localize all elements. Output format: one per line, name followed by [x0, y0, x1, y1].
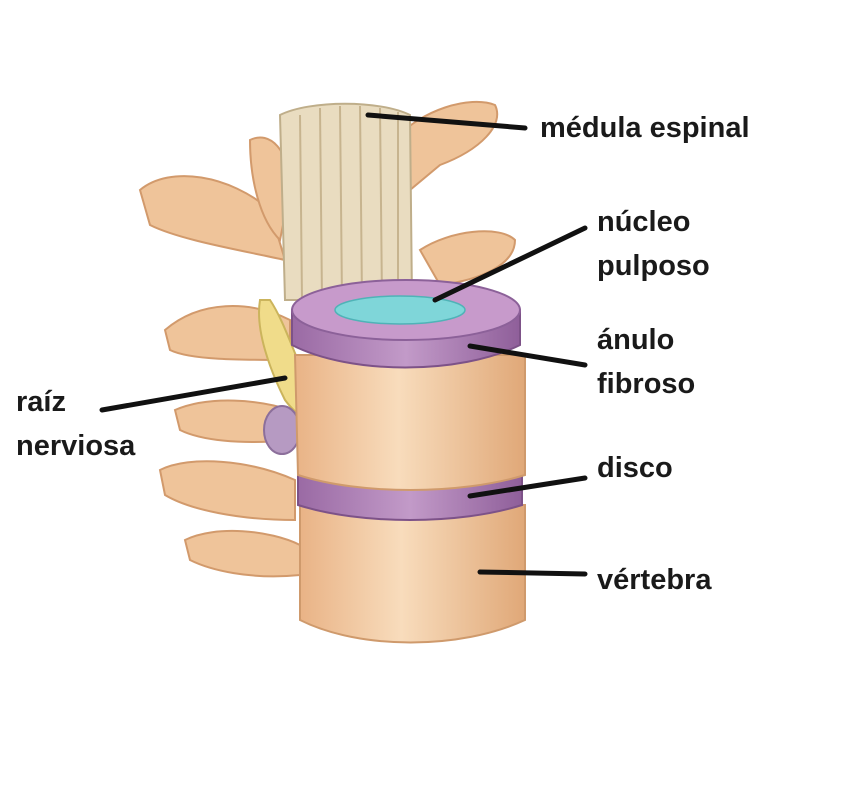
label-spinal-cord: médula espinal [540, 112, 750, 144]
label-disc: disco [597, 452, 673, 484]
label-annulus-line2: fibroso [597, 368, 696, 400]
label-nucleus-line1: núcleo [597, 206, 691, 238]
lower-vertebra [299, 504, 526, 644]
label-nerve-line2: nerviosa [16, 430, 136, 462]
leader-lines [99, 112, 588, 577]
label-nucleus-pulposus: núcleo pulposo [597, 200, 710, 288]
upper-disc [291, 279, 521, 369]
label-nerve-line1: raíz [16, 386, 66, 418]
label-nucleus-line2: pulposo [597, 250, 710, 282]
spinal-cord [278, 102, 414, 301]
label-nerve-root: raíz nerviosa [16, 380, 135, 468]
nucleus-pulposus [334, 295, 466, 325]
label-annulus-line1: ánulo [597, 324, 675, 356]
label-vertebra: vértebra [597, 564, 712, 596]
upper-vertebra [293, 354, 526, 491]
label-annulus-fibrosus: ánulo fibroso [597, 318, 695, 406]
